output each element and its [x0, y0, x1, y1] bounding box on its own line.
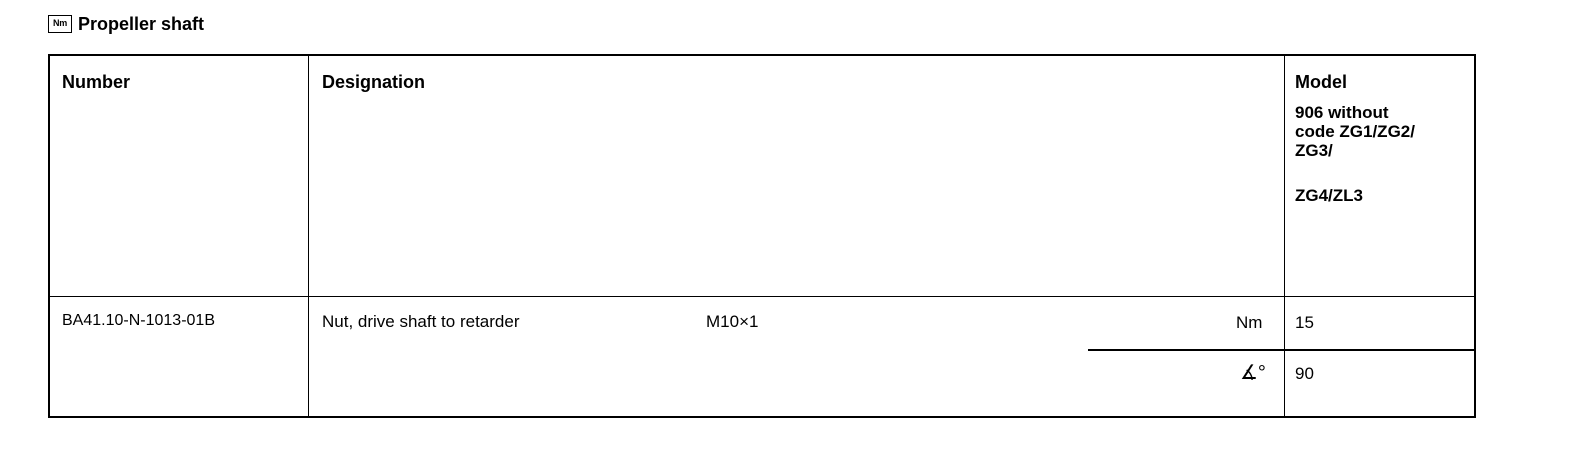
angle-value: 90 — [1295, 364, 1314, 383]
model-variant-extra: ZG4/ZL3 — [1295, 186, 1364, 205]
column-divider — [1284, 56, 1285, 416]
value-row-divider — [1088, 349, 1474, 351]
unit-nm: Nm — [1236, 313, 1263, 332]
column-divider — [308, 56, 309, 416]
angle-degree-icon: ∡° — [1240, 362, 1266, 384]
torque-table: Number Designation Model 906 without cod… — [48, 54, 1476, 418]
header-designation: Designation — [322, 72, 426, 92]
model-variant-line: 906 without — [1295, 103, 1389, 122]
model-variant-line: ZG3/ — [1295, 141, 1333, 160]
model-variant-line: code ZG1/ZG2/ — [1295, 122, 1415, 141]
header-number: Number — [62, 72, 131, 92]
page-heading: Nm Propeller shaft — [48, 12, 204, 36]
row-number: BA41.10-N-1013-01B — [62, 312, 215, 329]
header-divider — [50, 296, 1474, 297]
page-title: Propeller shaft — [78, 13, 205, 34]
torque-value: 15 — [1295, 313, 1314, 332]
row-thread: M10×1 — [706, 312, 759, 331]
model-variant: 906 without code ZG1/ZG2/ ZG3/ — [1295, 103, 1475, 160]
row-designation: Nut, drive shaft to retarder — [322, 312, 520, 331]
header-model: Model — [1295, 72, 1347, 92]
torque-nm-icon: Nm — [48, 15, 72, 33]
